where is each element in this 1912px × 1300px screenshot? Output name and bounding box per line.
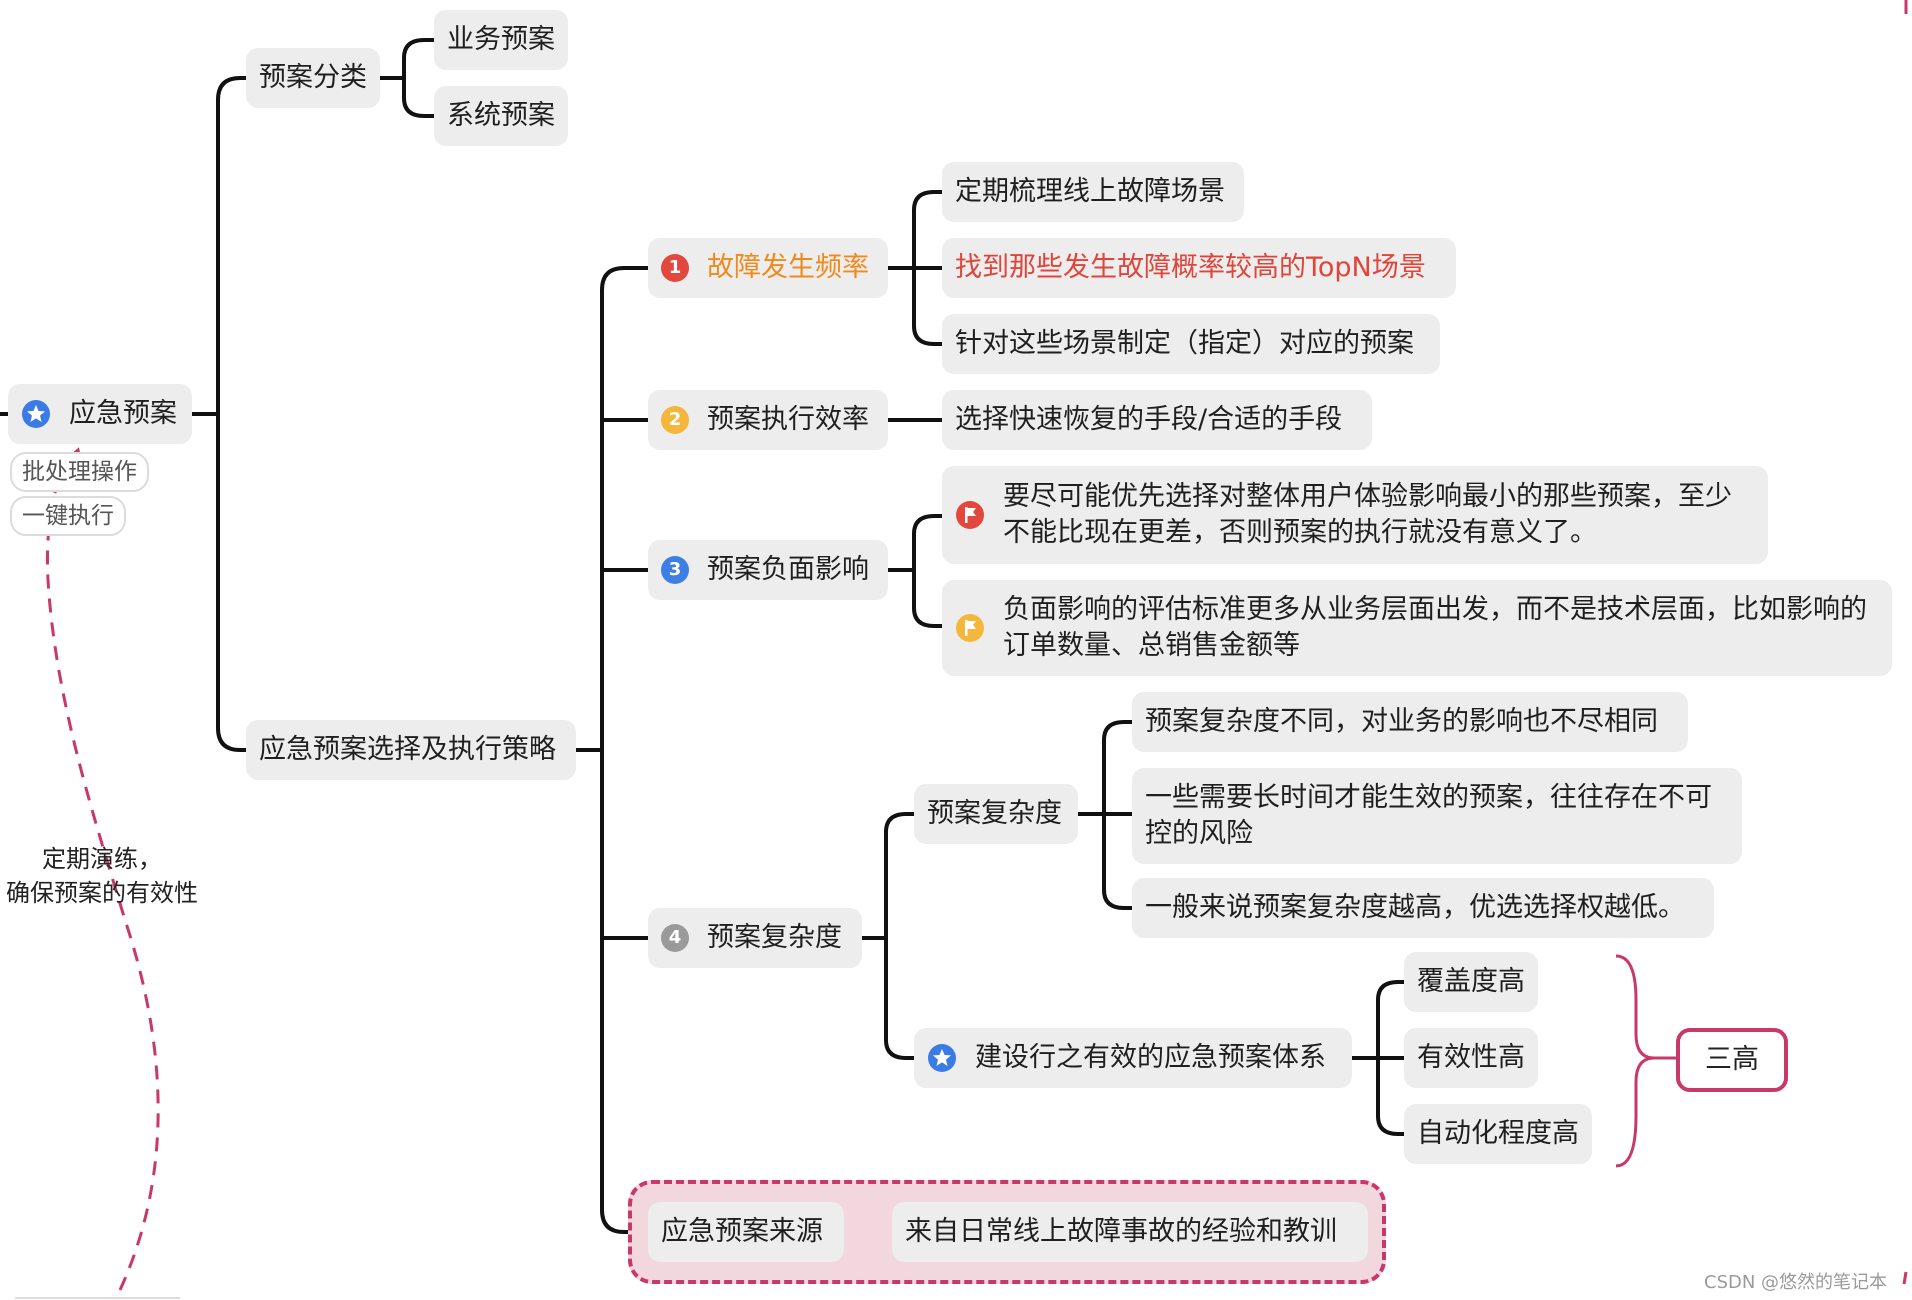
strategy-node[interactable]: 应急预案选择及执行策略 (246, 720, 576, 780)
business-plan-node[interactable]: 业务预案 (434, 10, 568, 70)
tag-one-click: 一键执行 (10, 496, 126, 536)
complexity-child-3[interactable]: 一般来说预案复杂度越高，优选选择权越低。 (1132, 878, 1714, 938)
impact-child-1[interactable]: 要尽可能优先选择对整体用户体验影响最小的那些预案，至少不能比现在更差，否则预案的… (942, 466, 1768, 564)
factor-efficiency-label: 预案执行效率 (707, 404, 869, 435)
drill-note-line-1: 定期演练， (42, 845, 162, 873)
factor-frequency-node[interactable]: 1 故障发生频率 (648, 238, 888, 298)
frequency-child-2[interactable]: 找到那些发生故障概率较高的TopN场景 (942, 238, 1456, 298)
system-child-coverage[interactable]: 覆盖度高 (1404, 952, 1538, 1012)
efficiency-child-1[interactable]: 选择快速恢复的手段/合适的手段 (942, 390, 1372, 450)
system-plan-node[interactable]: 系统预案 (434, 86, 568, 146)
impact-child-2[interactable]: 负面影响的评估标准更多从业务层面出发，而不是技术层面，比如影响的订单数量、总销售… (942, 580, 1892, 676)
three-high-summary[interactable]: 三高 (1676, 1028, 1788, 1092)
complexity-child-2[interactable]: 一些需要长时间才能生效的预案，往往存在不可控的风险 (1132, 768, 1742, 864)
number-3-badge: 3 (661, 556, 689, 584)
factor-complexity-label: 预案复杂度 (707, 922, 842, 953)
impact-child-1-text: 要尽可能优先选择对整体用户体验影响最小的那些预案，至少不能比现在更差，否则预案的… (1003, 481, 1732, 548)
system-child-automation[interactable]: 自动化程度高 (1404, 1104, 1592, 1164)
star-icon (22, 400, 50, 428)
complexity-child-1[interactable]: 预案复杂度不同，对业务的影响也不尽相同 (1132, 692, 1688, 752)
number-4-badge: 4 (661, 924, 689, 952)
frequency-child-3[interactable]: 针对这些场景制定（指定）对应的预案 (942, 314, 1440, 374)
factor-impact-label: 预案负面影响 (707, 554, 869, 585)
number-1-badge: 1 (661, 254, 689, 282)
factor-impact-node[interactable]: 3 预案负面影响 (648, 540, 888, 600)
tag-batch: 批处理操作 (10, 452, 149, 492)
yellow-flag-icon (956, 614, 984, 642)
impact-child-2-text: 负面影响的评估标准更多从业务层面出发，而不是技术层面，比如影响的订单数量、总销售… (1003, 594, 1867, 661)
system-child-effectiveness[interactable]: 有效性高 (1404, 1028, 1538, 1088)
star-icon (928, 1044, 956, 1072)
red-flag-icon (956, 501, 984, 529)
factor-complexity-node[interactable]: 4 预案复杂度 (648, 908, 862, 968)
classification-node[interactable]: 预案分类 (246, 48, 380, 108)
system-node[interactable]: 建设行之有效的应急预案体系 (914, 1028, 1352, 1088)
system-label: 建设行之有效的应急预案体系 (975, 1042, 1326, 1073)
drill-note: 定期演练， 确保预案的有效性 (0, 842, 204, 910)
factor-frequency-label: 故障发生频率 (707, 252, 869, 283)
factor-efficiency-node[interactable]: 2 预案执行效率 (648, 390, 888, 450)
csdn-watermark: CSDN @悠然的笔记本 (1704, 1272, 1888, 1293)
frequency-child-1[interactable]: 定期梳理线上故障场景 (942, 162, 1244, 222)
complexity-child-2-text: 一些需要长时间才能生效的预案，往往存在不可控的风险 (1145, 782, 1712, 849)
complexity-sub-node[interactable]: 预案复杂度 (914, 784, 1078, 844)
source-node[interactable]: 应急预案来源 (648, 1202, 844, 1262)
number-2-badge: 2 (661, 406, 689, 434)
drill-note-line-2: 确保预案的有效性 (6, 879, 198, 907)
root-label: 应急预案 (69, 398, 177, 429)
source-detail-node[interactable]: 来自日常线上故障事故的经验和教训 (892, 1202, 1368, 1262)
root-node[interactable]: 应急预案 (8, 384, 192, 444)
